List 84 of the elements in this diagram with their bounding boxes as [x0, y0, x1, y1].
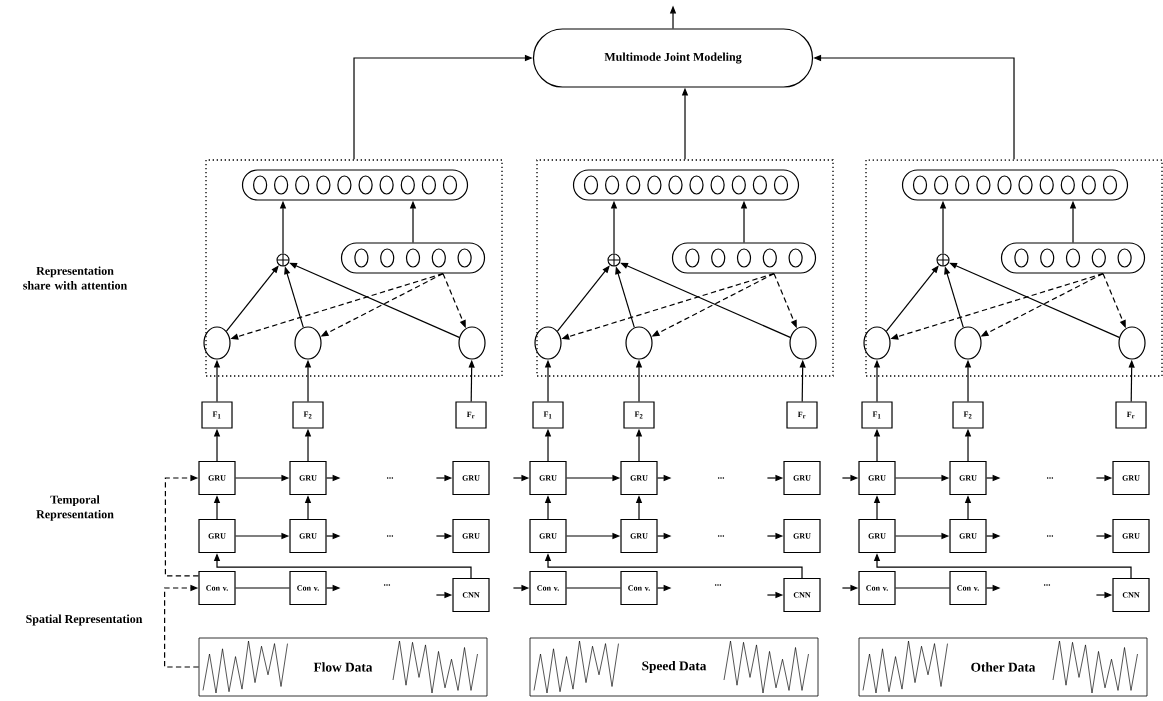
dashed-arrow	[164, 474, 199, 577]
gru-box: GRU	[620, 460, 658, 496]
connector-line	[895, 587, 950, 589]
gru-box: GRU	[289, 518, 327, 554]
ellipsis-label: ...	[717, 535, 725, 537]
gru-box: GRU	[289, 460, 327, 496]
conv-box: CNN	[783, 577, 821, 613]
gru-box: GRU	[1112, 460, 1150, 496]
state-ellipse	[625, 326, 653, 360]
state-ellipse	[534, 326, 562, 360]
state-ellipse	[954, 326, 982, 360]
arrow	[885, 265, 939, 332]
conv-box: Con v.	[198, 570, 236, 606]
gru-box: GRU	[452, 460, 490, 496]
side-label: Temporal Representation	[36, 495, 114, 521]
ellipsis-label: ...	[717, 477, 725, 479]
gru-box: GRU	[1112, 518, 1150, 554]
dotted-panel	[865, 159, 1163, 377]
plus-circle	[936, 253, 950, 267]
feature-box: F$_{r}$	[455, 401, 487, 429]
gru-box: GRU	[529, 518, 567, 554]
ellipsis-label: ...	[386, 477, 394, 479]
plus-circle	[607, 253, 621, 267]
feature-box: F$_{1}$	[201, 401, 233, 429]
state-ellipse	[458, 326, 486, 360]
state-ellipse	[203, 326, 231, 360]
arrow	[289, 262, 460, 338]
state-ellipse	[789, 326, 817, 360]
feature-box: F$_{2}$	[952, 401, 984, 429]
signal-plot-box: Flow Data	[198, 637, 488, 697]
feature-box: F$_{2}$	[623, 401, 655, 429]
conv-box: Con v.	[949, 570, 987, 606]
feature-box: F$_{r}$	[786, 401, 818, 429]
side-label: Representation share with attention	[23, 266, 128, 290]
gru-box: GRU	[529, 460, 567, 496]
plus-circle	[276, 253, 290, 267]
arrow	[556, 265, 610, 332]
gru-box: GRU	[198, 460, 236, 496]
gru-box: GRU	[452, 518, 490, 554]
conv-box: CNN	[1112, 577, 1150, 613]
signal-plot-box: Speed Data	[529, 637, 819, 697]
connector-line	[235, 587, 290, 589]
vector-capsule	[901, 169, 1129, 201]
ellipsis-label: ...	[383, 584, 391, 586]
arrow	[949, 262, 1120, 338]
side-label: Spatial Representation	[26, 614, 143, 626]
feature-box: F$_{2}$	[292, 401, 324, 429]
gru-box: GRU	[949, 518, 987, 554]
vector-capsule	[340, 242, 486, 274]
state-ellipse	[294, 326, 322, 360]
dotted-panel	[205, 159, 503, 377]
model-box: Multimode Joint Modeling	[532, 28, 814, 88]
ellipsis-label: ...	[1043, 584, 1051, 586]
ellipsis-label: ...	[386, 535, 394, 537]
dashed-arrow	[164, 584, 200, 668]
arrow	[620, 262, 791, 338]
conv-box: Con v.	[529, 570, 567, 606]
gru-box: GRU	[783, 460, 821, 496]
gru-box: GRU	[949, 460, 987, 496]
conv-box: CNN	[452, 577, 490, 613]
arrow	[225, 265, 279, 332]
conv-box: Con v.	[858, 570, 896, 606]
vector-capsule	[572, 169, 800, 201]
feature-box: F$_{1}$	[532, 401, 564, 429]
conv-box: Con v.	[289, 570, 327, 606]
gru-box: GRU	[858, 460, 896, 496]
gru-box: GRU	[858, 518, 896, 554]
ellipsis-label: ...	[714, 584, 722, 586]
signal-plot-box: Other Data	[858, 637, 1148, 697]
conv-box: Con v.	[620, 570, 658, 606]
feature-box: F$_{1}$	[861, 401, 893, 429]
ellipsis-label: ...	[1046, 535, 1054, 537]
state-ellipse	[1118, 326, 1146, 360]
vector-capsule	[1000, 242, 1146, 274]
connector-line	[566, 587, 621, 589]
gru-box: GRU	[620, 518, 658, 554]
vector-capsule	[241, 169, 469, 201]
ellipsis-label: ...	[1046, 477, 1054, 479]
vector-capsule	[671, 242, 817, 274]
dotted-panel	[536, 159, 834, 377]
gru-box: GRU	[198, 518, 236, 554]
state-ellipse	[863, 326, 891, 360]
gru-box: GRU	[783, 518, 821, 554]
feature-box: F$_{r}$	[1115, 401, 1147, 429]
